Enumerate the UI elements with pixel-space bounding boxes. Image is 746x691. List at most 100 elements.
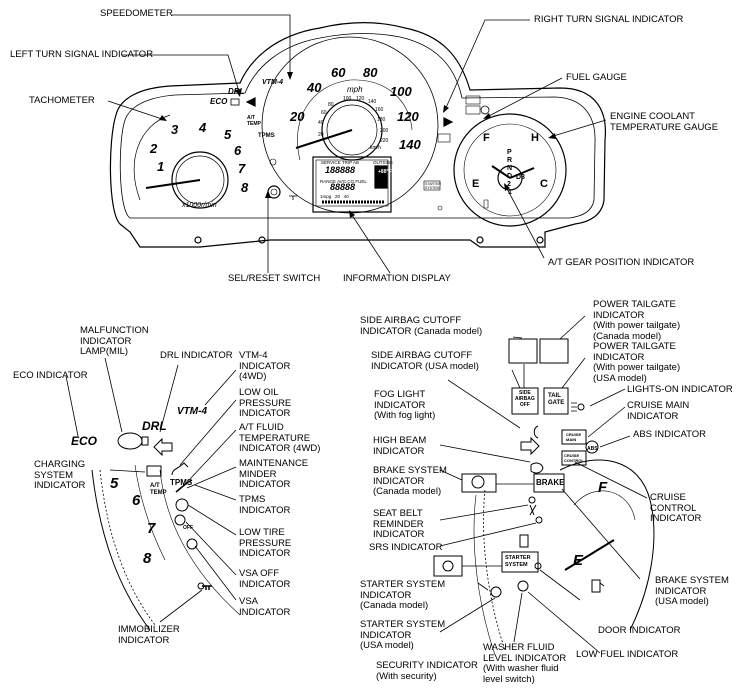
callout-speedometer: SPEEDOMETER: [100, 8, 173, 19]
top-tpms: TPMS: [258, 133, 275, 139]
speed-tick-20: 20: [290, 109, 305, 124]
callout-side-airbag-usa: SIDE AIRBAG CUTOFF INDICATOR (USA model): [371, 350, 479, 372]
speed-tick-60: 60: [331, 65, 346, 80]
left-tach-5: 5: [110, 475, 119, 492]
inner-tick-40: 40: [318, 120, 324, 126]
tail-gate-text: TAIL GATE: [548, 393, 565, 406]
vsa-off-icon: [174, 514, 186, 526]
callout-door: DOOR INDICATOR: [598, 625, 681, 636]
cluster-inner-rim: [119, 32, 596, 219]
right-fuel-f: F: [598, 479, 608, 496]
range-label: RANGE AVG.CO.FUEL: [320, 179, 367, 184]
fuel-temp-dial: [453, 113, 567, 227]
top-eco: ECO: [210, 97, 228, 106]
left-vtm4-text: VTM-4: [177, 406, 207, 417]
callout-right-turn: RIGHT TURN SIGNAL INDICATOR: [534, 14, 684, 25]
security-icon: [490, 586, 502, 598]
speed-tick-40: 40: [307, 80, 322, 95]
callout-side-airbag-canada: SIDE AIRBAG CUTOFF INDICATOR (Canada mod…: [360, 315, 483, 337]
inner-unit: km/h: [370, 145, 381, 151]
service-label: SERVICE TRIP AB: [321, 160, 360, 165]
brake-text: BRAKE: [536, 478, 565, 487]
left-at-temp-text: A/T TEMP: [150, 483, 167, 496]
wrench-icon: [175, 479, 193, 493]
callout-sel-reset: SEL/RESET SWITCH: [228, 273, 321, 284]
fuel-full: F: [483, 132, 490, 144]
info-digits-2: 88888: [330, 182, 356, 192]
inner-tick-20: 20: [318, 132, 324, 138]
inner-tick-60: 60: [321, 110, 327, 116]
bottom-scale: 1mpg 20 40: [320, 194, 349, 199]
vsa-off-small: [269, 158, 277, 166]
mount-hole-mid-left: [258, 236, 266, 244]
callout-at-gear: A/T GEAR POSITION INDICATOR: [548, 257, 695, 268]
mil-engine-icon: [117, 432, 143, 450]
charging-battery-icon: [146, 465, 162, 477]
lights-on-icon: [577, 403, 585, 411]
callout-brake-canada: BRAKE SYSTEM INDICATOR (Canada model): [373, 465, 447, 497]
left-arrow-small: [245, 97, 256, 107]
tpms-tire-icon: [175, 498, 189, 512]
callout-low-tire: LOW TIRE PRESSURE INDICATOR: [239, 527, 292, 559]
info-display-frame: [312, 156, 392, 213]
cruise-control-box: [561, 450, 587, 466]
speed-tick-140: 140: [399, 137, 421, 152]
callout-srs: SRS INDICATOR: [369, 542, 443, 553]
right-gauge-arc: [559, 459, 655, 631]
gear-p: P: [507, 149, 512, 156]
temp-cold: C: [540, 178, 548, 190]
right-turn-arrow-icon: [520, 436, 540, 456]
engine-icon-small: [230, 98, 240, 106]
callout-maint: MAINTENANCE MINDER INDICATOR: [239, 458, 309, 490]
gear-2: 2: [507, 181, 511, 188]
info-digits-1: 188888: [325, 165, 356, 175]
fuel-empty: E: [472, 178, 480, 190]
side-airbag-off-box: [511, 387, 539, 415]
callout-starter-canada: STARTER SYSTEM INDICATOR (Canada model): [360, 579, 446, 611]
speed-tick-120: 120: [397, 109, 419, 124]
callout-seat-belt: SEAT BELT REMINDER INDICATOR: [373, 508, 425, 540]
left-off-text: OFF: [183, 525, 193, 531]
inner-tick-120: 120: [356, 96, 365, 102]
starter-small-label: STARTER SYSTEM: [425, 182, 442, 190]
mount-hole-mid-right: [476, 236, 484, 244]
low-fuel-light-icon: [517, 580, 529, 592]
left-tach-7: 7: [147, 520, 156, 537]
fuel-pump-small: [483, 199, 489, 209]
vsa-car-icon: [186, 538, 198, 550]
side-airbag-off-text: SIDE AIRBAG OFF: [515, 390, 535, 408]
speedo-needle: [295, 129, 353, 149]
brake-canada-box: [461, 473, 497, 493]
abs-text: ABS: [587, 446, 598, 452]
info-display-block: [374, 165, 388, 189]
tach-tick-2: 2: [150, 141, 158, 156]
callout-abs: ABS INDICATOR: [633, 429, 707, 440]
fog-light-icon: [533, 425, 539, 439]
callout-at-fluid: A/T FLUID TEMPERATURE INDICATOR (4WD): [239, 422, 321, 454]
mount-hole-right: [536, 236, 544, 244]
starter-system-text: STARTER SYSTEM: [505, 555, 531, 568]
top-drl: DRL: [228, 87, 245, 96]
tach-tick-6: 6: [234, 143, 242, 158]
left-tach-8: 8: [143, 550, 152, 567]
gear-n: N: [507, 165, 513, 172]
inner-tick-140: 140: [368, 99, 377, 105]
cruise-control-text: CRUISE CONTROL: [564, 453, 584, 463]
outside-label: OUTSIDE: [373, 160, 394, 165]
callout-info-display: INFORMATION DISPLAY: [343, 273, 451, 284]
callout-fuel-gauge: FUEL GAUGE: [566, 72, 627, 83]
cruise-main-box: [561, 429, 587, 445]
inner-tick-220: 220: [380, 138, 389, 144]
cluster-housing: [109, 22, 607, 248]
tmp-label: +88°F: [378, 169, 392, 175]
fuel-needle: [491, 165, 511, 179]
tail-gate-box: [543, 387, 569, 415]
starter-small: [423, 180, 441, 191]
tach-tick-7: 7: [238, 161, 246, 176]
speed-tick-100: 100: [390, 84, 412, 99]
gear-d3: D3: [516, 174, 525, 181]
right-fuel-e: E: [573, 552, 584, 569]
callout-tpms: TPMS INDICATOR: [239, 494, 291, 516]
